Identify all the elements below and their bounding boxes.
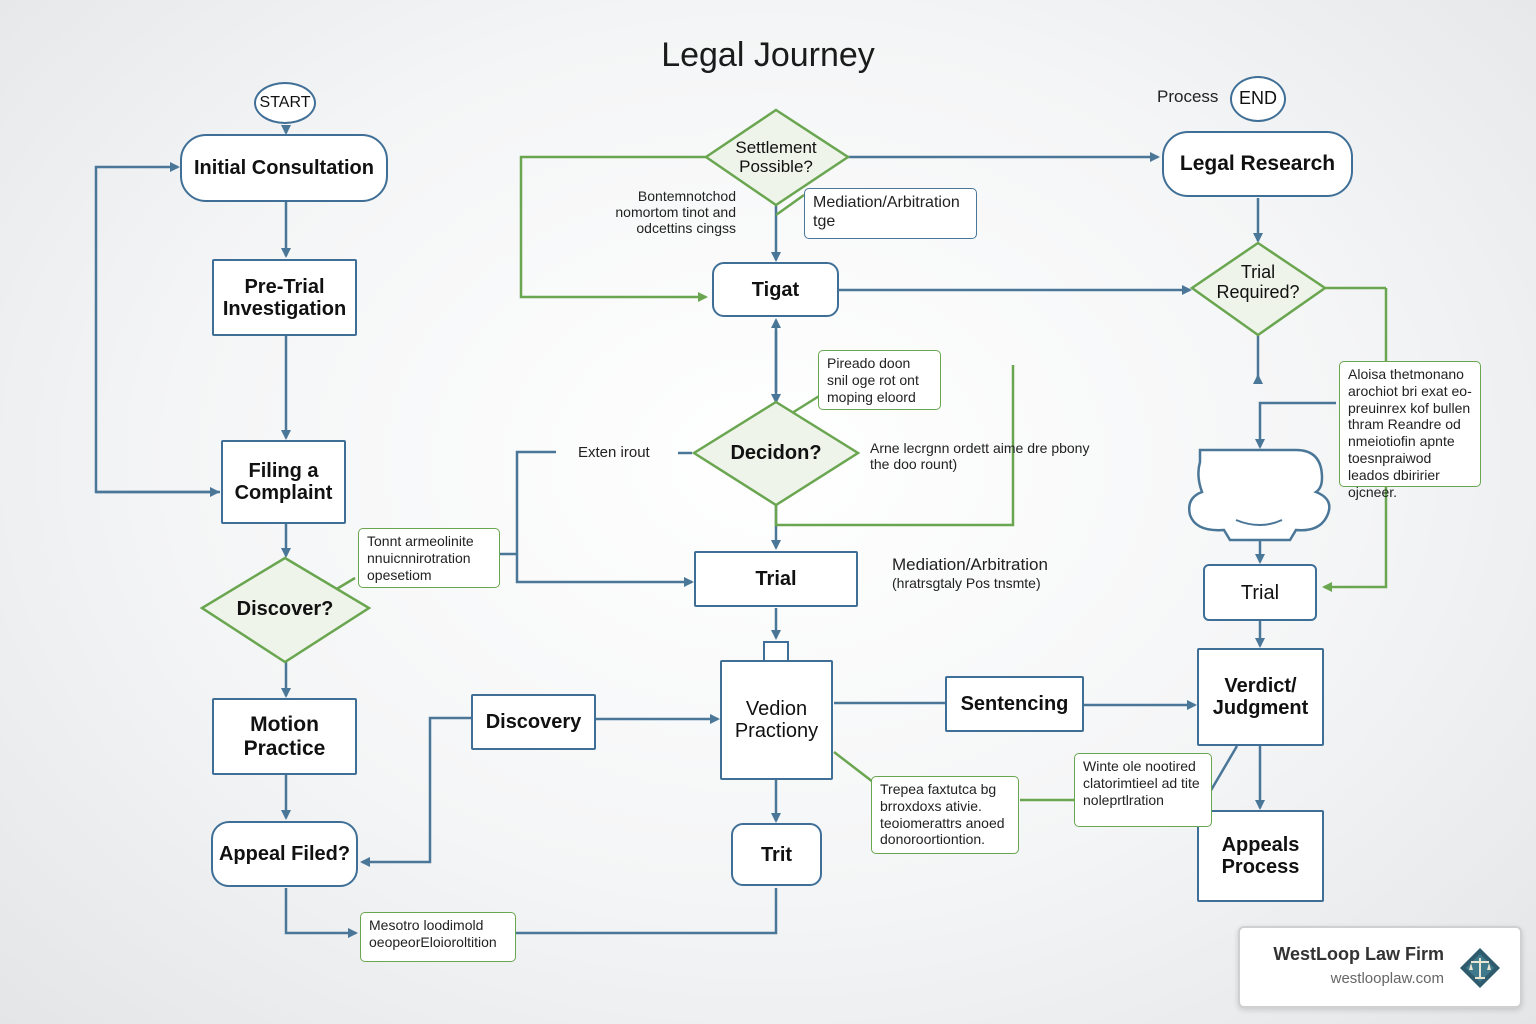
cloud-mouth <box>1235 519 1283 526</box>
center-connectors <box>500 152 1197 935</box>
mesotro-note: Mesotro loodimold oeopeorEloioroltition <box>360 912 516 962</box>
motion-practice-node[interactable]: Motion Practice <box>212 698 357 775</box>
trial-right-node[interactable]: Trial <box>1203 564 1317 621</box>
process-label: Process <box>1157 87 1219 106</box>
winte-note: Winte ole nootired clatorimtieel ad tite… <box>1074 753 1212 827</box>
trial-center-node[interactable]: Trial <box>694 551 858 607</box>
vedion-practiony-node[interactable]: Vedion Practiony <box>720 660 833 780</box>
right-column-connectors <box>1208 198 1336 810</box>
trit-node[interactable]: Trit <box>731 823 822 886</box>
appeals-process-node[interactable]: Appeals Process <box>1197 810 1324 902</box>
discovery-node[interactable]: Discovery <box>471 694 596 750</box>
decidon-diamond[interactable] <box>691 400 861 507</box>
arne-label: Arne lecrgnn ordett aime dre pbony the d… <box>870 440 1090 473</box>
pre-trial-investigation-node[interactable]: Pre-Trial Investigation <box>212 259 357 336</box>
discover-diamond[interactable] <box>199 556 372 664</box>
legal-research-node[interactable]: Legal Research <box>1162 131 1353 197</box>
filing-a-complaint-node[interactable]: Filing a Complaint <box>221 440 346 524</box>
appeal-filed-node[interactable]: Appeal Filed? <box>211 821 358 887</box>
brand-card[interactable]: WestLoop Law Firm westlooplaw.com <box>1238 926 1522 1008</box>
mediation-arbitration-sublabel: (hratrsgtaly Pos tnsmte) <box>892 575 1041 591</box>
discover-label: Discover? <box>236 598 334 620</box>
brand-url[interactable]: westlooplaw.com <box>1330 970 1444 987</box>
trepea-note: Trepea faxtutca bg brroxdoxs ativie. teo… <box>871 776 1019 854</box>
tigat-node[interactable]: Tigat <box>712 262 839 317</box>
verdict-judgment-node[interactable]: Verdict/ Judgment <box>1197 648 1324 746</box>
settlement-possible-diamond[interactable] <box>703 108 851 207</box>
mediation-arbitration-note: Mediation/Arbitration tge <box>804 188 977 239</box>
decidon-label: Decidon? <box>730 442 822 464</box>
trial-required-diamond[interactable] <box>1189 241 1328 337</box>
pireado-note: Pireado doon snil oge rot ont moping elo… <box>818 350 941 410</box>
mediation-arbitration-label: Mediation/Arbitration <box>892 555 1048 574</box>
cloud-shape <box>1188 448 1331 542</box>
left-column-connectors <box>94 125 471 938</box>
settlement-possible-label: Settlement Possible? <box>735 138 817 176</box>
initial-consultation-node[interactable]: Initial Consultation <box>180 134 388 202</box>
tonnt-note: Tonnt armeolinite nnuicnnirotration opes… <box>358 528 500 588</box>
end-terminal[interactable]: END <box>1230 76 1286 122</box>
exten-irout-label: Exten irout <box>578 444 650 461</box>
sentencing-node[interactable]: Sentencing <box>945 676 1084 732</box>
trial-required-label: Trial Required? <box>1216 262 1300 302</box>
bontem-label: Bontemnotchod nomortom tinot and odcetti… <box>615 188 736 237</box>
aloise-note: Aloisa thetmonano arochiot bri exat eo- … <box>1339 361 1481 500</box>
page-title: Legal Journey <box>661 36 875 74</box>
scales-of-justice-icon <box>1458 946 1502 995</box>
start-terminal[interactable]: START <box>254 82 316 124</box>
brand-name: WestLoop Law Firm <box>1273 944 1444 964</box>
